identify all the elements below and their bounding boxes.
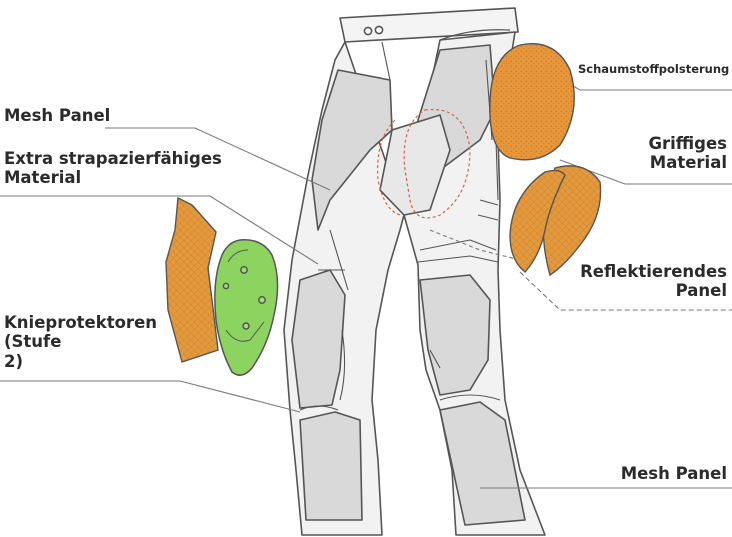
knee-protector-icon [165,196,219,363]
left-thigh-panel [311,69,393,231]
label-griffiges-material: Griffiges Material [648,134,727,173]
hip-foam-outline [377,108,471,219]
label-mesh-panel-top: Mesh Panel [4,106,111,125]
foam-pad-icon [489,43,575,161]
label-mesh-panel-bottom: Mesh Panel [620,464,727,483]
label-extra-material: Extra strapazierfähiges Material [4,149,222,188]
label-knieprotektoren: Knieprotektoren (Stufe 2) [4,313,158,371]
waist-snap [363,26,373,36]
waistband [339,7,519,43]
right-knee-panel [419,274,491,396]
pants [283,7,546,536]
right-lower-panel [439,401,526,526]
waist-snap [374,25,384,35]
left-lower-panel [299,411,363,521]
label-schaumstoffpolsterung: Schaumstoffpolsterung [578,62,730,76]
label-reflektierendes-panel: Reflektierendes Panel [580,262,727,301]
grip-pad-icon [509,165,602,277]
left-knee-panel [291,269,346,409]
knee-shell-icon [214,239,279,376]
